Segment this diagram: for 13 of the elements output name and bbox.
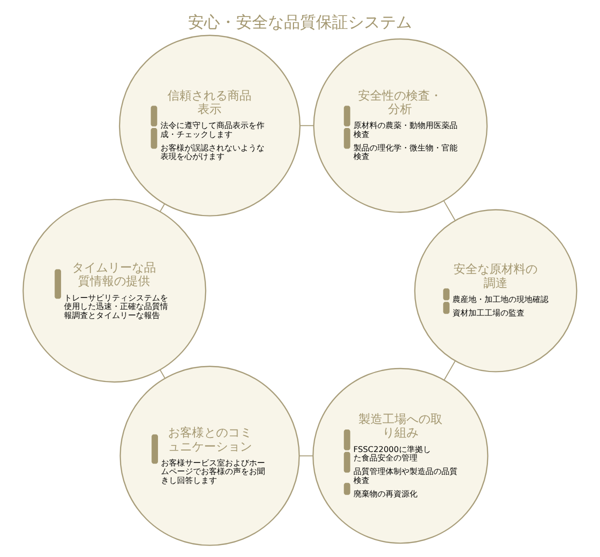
connector	[300, 125, 314, 126]
node-circle: タイムリーな品質情報の提供 トレーサビリティシステムを使用した迅速・正確な品質情報調査とタイムリーな報告	[22, 198, 206, 383]
connector	[444, 360, 456, 381]
node-circle: 信頼される商品表示 法令に遵守して商品表示を作成・チェックします お客様が誤認されないような表現を心がけます	[118, 34, 301, 216]
node-circle: 製造工場への取り組み FSSC22000に準拠した食品安全の管理 品質管理体制や製造品の品質検査 廃棄物の再資源化	[312, 368, 488, 544]
node-circle: 安全性の検査・分析 原材料の農薬・動物用医薬品検査 製品の理化学・微生物・官能検査	[313, 38, 488, 213]
connector	[160, 203, 166, 212]
connector	[298, 455, 314, 456]
node-circle: 安全な原材料の調達 農産地・加工地の現地確認 資材加工工場の監査	[414, 209, 578, 372]
connector	[160, 369, 166, 379]
diagram-title: 安心・安全な品質保証システム	[188, 12, 412, 32]
connector	[443, 200, 456, 221]
node-circle: お客様とのコミュニケーション お客様サービス室およびホームページでお客様の声をお聞きし回答します	[120, 366, 300, 546]
